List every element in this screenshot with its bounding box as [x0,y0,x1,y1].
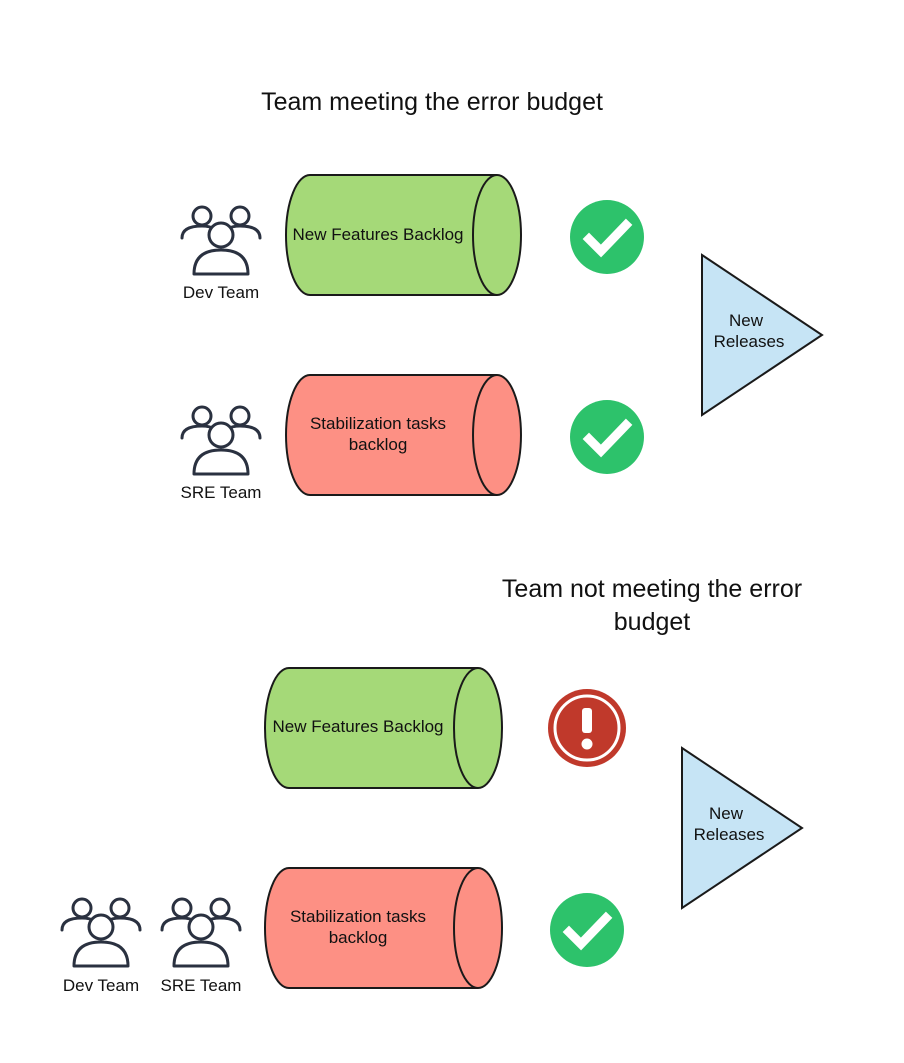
check-circle-icon [570,400,644,474]
sre-team-icon [180,405,262,476]
new-releases-triangle [681,746,804,910]
exclamation-circle-icon [548,689,626,767]
new-releases-label-line1: New [709,804,744,823]
dev-team-icon [180,205,262,276]
bottom-title-line2: budget [614,608,691,636]
top-title: Team meeting the error budget [261,88,603,116]
check-circle-icon [570,200,644,274]
stabilization-backlog-cylinder [264,867,503,989]
features-backlog-cylinder [285,174,522,296]
bottom-title-line1: Team not meeting the error [502,575,802,603]
dev-team-label: Dev Team [183,283,259,302]
dev-team-icon [60,897,142,968]
sre-team-label: SRE Team [181,483,262,502]
sre-team-icon [160,897,242,968]
check-circle-icon [550,893,624,967]
features-backlog-cylinder [264,667,503,789]
new-releases-label-line2: Releases [714,332,785,351]
new-releases-label-line1: New [729,311,764,330]
sre-team-label: SRE Team [161,976,242,995]
new-releases-triangle [701,253,824,417]
stabilization-backlog-cylinder [285,374,522,496]
stabilization-backlog-label-line1: Stabilization tasks [290,907,426,926]
stabilization-backlog-label-line2: backlog [349,435,408,454]
stabilization-backlog-label-line1: Stabilization tasks [310,414,446,433]
features-backlog-label: New Features Backlog [272,717,443,736]
stabilization-backlog-label-line2: backlog [329,928,388,947]
dev-team-label: Dev Team [63,976,139,995]
new-releases-label-line2: Releases [694,825,765,844]
features-backlog-label: New Features Backlog [292,225,463,244]
